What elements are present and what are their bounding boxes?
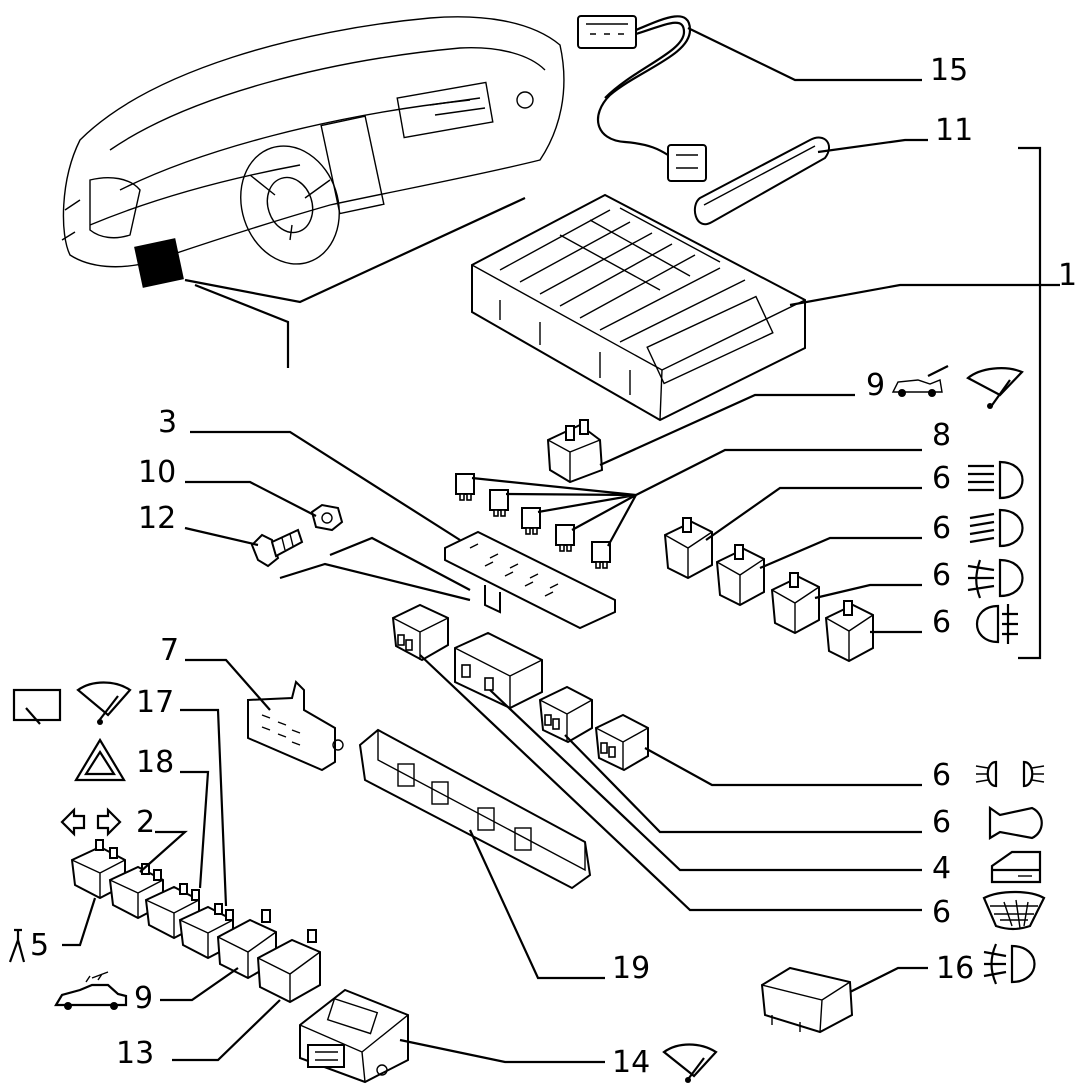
part-1-fuse-box xyxy=(471,193,806,422)
callout-6f: 6 xyxy=(932,805,951,840)
leader-7 xyxy=(185,658,271,711)
car-trunk-icon xyxy=(891,365,949,397)
leader-13 xyxy=(172,999,281,1062)
leader-18 xyxy=(180,770,210,889)
leader-6g xyxy=(419,654,922,912)
part-16-relay xyxy=(760,966,854,1034)
relay-6e xyxy=(594,713,649,772)
relay-4 xyxy=(454,631,543,710)
leader-3 xyxy=(190,430,461,541)
horn-icon xyxy=(988,805,1043,840)
callout-1: 1 xyxy=(1058,258,1077,293)
leader-9b xyxy=(160,967,239,1002)
leader-19 xyxy=(469,829,605,980)
part-10-nut xyxy=(310,503,344,532)
callout-19: 19 xyxy=(612,951,650,986)
callout-7: 7 xyxy=(160,633,179,668)
part-9-relay xyxy=(546,419,604,484)
high-beam-icon xyxy=(968,460,1024,500)
callout-6c: 6 xyxy=(932,558,951,593)
part-3-fuse-carrier xyxy=(444,530,616,630)
leader-6f xyxy=(564,734,922,834)
bracket-1 xyxy=(1018,146,1042,660)
relay-6c xyxy=(770,572,820,635)
door-lock-icon xyxy=(990,850,1042,884)
callout-9b: 9 xyxy=(134,981,153,1016)
part-8-fuses xyxy=(455,473,611,569)
leader-2 xyxy=(139,830,188,873)
relay-6g xyxy=(391,603,449,662)
callout-13: 13 xyxy=(116,1036,154,1071)
interior-lamp-icon xyxy=(8,928,26,963)
callout-18: 18 xyxy=(136,745,174,780)
front-fog-light-icon xyxy=(967,558,1024,599)
leader-14 xyxy=(399,1038,605,1064)
leader-4 xyxy=(489,689,922,872)
callout-6a: 6 xyxy=(932,461,951,496)
leader-17 xyxy=(180,708,228,907)
leader-9a xyxy=(599,393,855,467)
leader-6e xyxy=(644,747,922,787)
part-12-bolt xyxy=(250,528,304,568)
fog-light-icon xyxy=(983,943,1036,985)
leader-dashboard xyxy=(184,197,526,304)
part-14-control-unit xyxy=(299,988,409,1084)
callout-10: 10 xyxy=(138,455,176,490)
leader-6b xyxy=(759,536,922,570)
dashboard-illustration xyxy=(61,16,565,288)
leader-15 xyxy=(687,27,922,82)
leader-12 xyxy=(184,526,259,547)
turn-signal-icon xyxy=(60,807,122,837)
relay-6a xyxy=(663,517,713,580)
callout-9a: 9 xyxy=(866,368,885,403)
callout-4: 4 xyxy=(932,851,951,886)
callout-6d: 6 xyxy=(932,605,951,640)
callout-11: 11 xyxy=(935,113,973,148)
callout-15: 15 xyxy=(930,53,968,88)
leader-16 xyxy=(849,966,928,993)
callout-6g: 6 xyxy=(932,895,951,930)
leader-6c xyxy=(814,583,922,600)
part-11-cover-strip xyxy=(693,136,830,226)
callout-6e: 6 xyxy=(932,758,951,793)
rear-wiper-icon xyxy=(12,688,62,725)
callout-6b: 6 xyxy=(932,511,951,546)
leader-1 xyxy=(789,283,1060,307)
relay-6b xyxy=(715,544,765,607)
leader-10 xyxy=(185,480,317,517)
callout-14: 14 xyxy=(612,1045,650,1080)
part-15-wiring-harness xyxy=(577,15,707,182)
wiper-icon xyxy=(662,1043,718,1083)
relay-6d xyxy=(824,600,874,663)
wiper-icon xyxy=(966,367,1024,409)
part-7-bracket xyxy=(247,680,344,772)
callout-2: 2 xyxy=(136,805,155,840)
hazard-warning-icon xyxy=(74,737,126,782)
callout-8: 8 xyxy=(932,418,951,453)
leader-8 xyxy=(471,448,922,547)
leader-11 xyxy=(817,138,928,154)
rear-defrost-icon xyxy=(982,890,1046,931)
low-beam-icon xyxy=(969,508,1024,548)
callout-17: 17 xyxy=(136,685,174,720)
side-lights-icon xyxy=(975,760,1045,788)
wiper-icon xyxy=(76,681,132,725)
relay-13 xyxy=(256,929,321,1004)
leader-5 xyxy=(62,897,97,947)
part-19-relay-holder xyxy=(358,728,592,890)
rear-fog-light-icon xyxy=(975,604,1018,644)
callout-16: 16 xyxy=(936,951,974,986)
leader-6a xyxy=(705,486,922,541)
callout-12: 12 xyxy=(138,501,176,536)
relay-6f xyxy=(538,685,593,744)
car-roof-icon xyxy=(54,971,128,1010)
callout-5: 5 xyxy=(30,928,49,963)
callout-3: 3 xyxy=(158,405,177,440)
